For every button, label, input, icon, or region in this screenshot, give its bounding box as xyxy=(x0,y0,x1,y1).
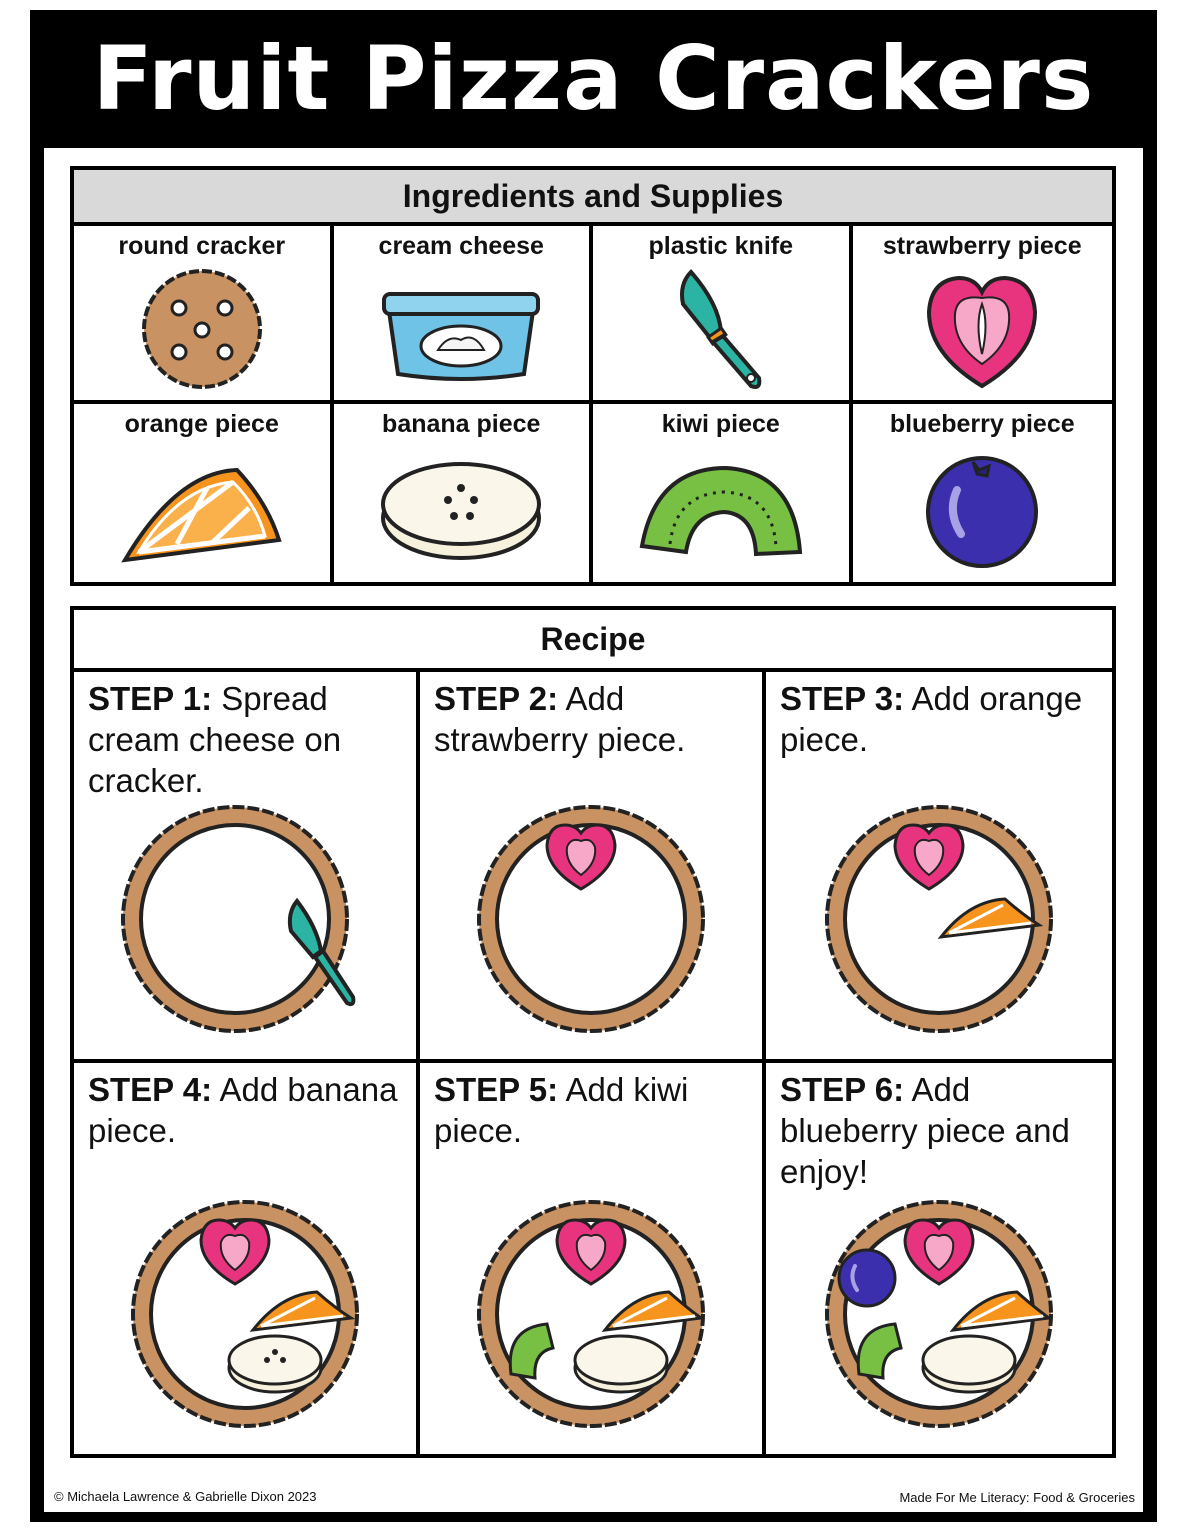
page-title: Fruit Pizza Crackers xyxy=(92,27,1095,130)
ingredient-banana: banana piece xyxy=(334,404,593,582)
ingredient-cracker: round cracker xyxy=(74,226,334,404)
ingredient-label: orange piece xyxy=(124,410,279,438)
step-number: STEP 6: xyxy=(780,1071,905,1108)
step-5: STEP 5: Add kiwi piece. xyxy=(420,1063,766,1454)
ingredient-label: strawberry piece xyxy=(882,232,1082,260)
step-text: Add banana piece. xyxy=(88,1071,398,1149)
page-frame: Fruit Pizza Crackers Ingredients and Sup… xyxy=(30,10,1157,1522)
ingredient-label: plastic knife xyxy=(648,232,794,260)
step-4: STEP 4: Add banana piece. xyxy=(74,1063,420,1454)
recipe-table: Recipe STEP 1: Spread cream cheese on cr… xyxy=(70,606,1116,1458)
ingredients-heading: Ingredients and Supplies xyxy=(74,170,1112,226)
cracker-strawberry-orange-banana-illustration xyxy=(131,1200,359,1428)
step-number: STEP 4: xyxy=(88,1071,213,1108)
ingredient-label: banana piece xyxy=(382,410,541,438)
ingredients-table: Ingredients and Supplies round cracker c… xyxy=(70,166,1116,586)
step-number: STEP 3: xyxy=(780,680,905,717)
ingredient-cream-cheese: cream cheese xyxy=(333,226,593,404)
cracker-strawberry-illustration xyxy=(477,805,705,1033)
step-3: STEP 3: Add orange piece. xyxy=(766,672,1112,1063)
step-text: Add strawberry piece. xyxy=(434,680,686,758)
ingredient-label: round cracker xyxy=(118,232,286,260)
step-number: STEP 1: xyxy=(88,680,213,717)
cracker-four-fruits-illustration xyxy=(477,1200,705,1428)
step-number: STEP 2: xyxy=(434,680,559,717)
step-1: STEP 1: Spread cream cheese on cracker. xyxy=(74,672,420,1063)
banana-icon xyxy=(381,462,542,560)
cracker-strawberry-orange-illustration xyxy=(825,805,1053,1033)
ingredient-blueberry: blueberry piece xyxy=(853,404,1113,582)
step-6: STEP 6: Add blueberry piece and enjoy! xyxy=(766,1063,1112,1454)
ingredient-strawberry: strawberry piece xyxy=(852,226,1112,404)
strawberry-icon xyxy=(927,275,1038,389)
ingredient-label: blueberry piece xyxy=(889,410,1075,438)
ingredient-orange: orange piece xyxy=(74,404,334,582)
series-text: Made For Me Literacy: Food & Groceries xyxy=(899,1490,1135,1505)
ingredient-label: cream cheese xyxy=(378,232,544,260)
recipe-heading: Recipe xyxy=(74,610,1112,672)
ingredient-kiwi: kiwi piece xyxy=(593,404,853,582)
cracker-with-knife-illustration xyxy=(121,805,356,1033)
ingredient-label: kiwi piece xyxy=(661,410,780,438)
step-text: Spread cream cheese on cracker. xyxy=(88,680,342,799)
step-text: Add blueberry piece and enjoy! xyxy=(780,1071,1070,1190)
cracker-five-fruits-illustration xyxy=(825,1200,1053,1428)
step-2: STEP 2: Add strawberry piece. xyxy=(420,672,766,1063)
copyright-text: © Michaela Lawrence & Gabrielle Dixon 20… xyxy=(54,1489,317,1504)
step-text: Add orange piece. xyxy=(780,680,1083,758)
orange-icon xyxy=(120,467,282,563)
kiwi-icon xyxy=(639,465,802,557)
step-number: STEP 5: xyxy=(434,1071,559,1108)
cracker-icon xyxy=(141,269,262,389)
cream-cheese-icon xyxy=(382,292,541,381)
blueberry-icon xyxy=(926,456,1039,568)
knife-icon xyxy=(679,269,762,389)
ingredient-knife: plastic knife xyxy=(593,226,853,404)
step-text: Add kiwi piece. xyxy=(434,1071,689,1149)
content-area: Ingredients and Supplies round cracker c… xyxy=(44,148,1143,1512)
